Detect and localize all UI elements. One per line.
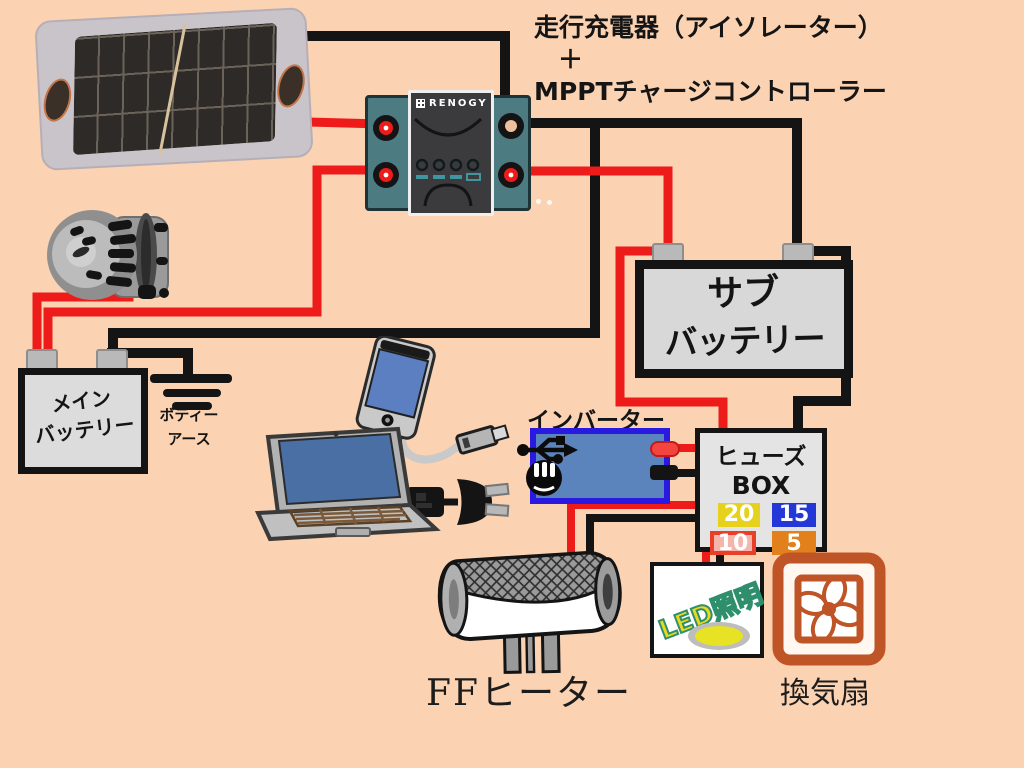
inverter-black-port [650,465,678,480]
usb-symbol-icon [517,436,578,464]
ventilation-fan-label: 換気扇 [780,676,870,711]
ff-heater-illustration [437,550,622,674]
sub-battery-label-1: サブ [706,272,780,315]
fuse-20a: 20 [718,503,760,527]
inverter-red-port [650,441,680,457]
wire-subbattery-neg-to-fusebox [793,246,851,435]
wire-controller-to-subbattery-neg [505,118,802,257]
controller-terminals [373,113,524,188]
wire-controller-to-subbattery-pos [507,166,673,255]
decorative-dot [547,200,552,205]
solar-panel-illustration [34,6,314,172]
wire-solar-to-controller-neg [295,31,510,125]
wire-mainbattery-neg-to-junction [108,121,600,361]
usb-connector-icon [455,424,510,455]
renogy-logo-icon [416,99,425,108]
body-earth-label-2: アース [167,430,211,448]
wire-controller-to-mainbattery-pos [43,165,387,359]
fuse-5a: 5 [772,531,816,556]
fuse-box-label-1: ヒューズ [715,444,807,470]
ff-heater-label: FFヒーター [426,673,632,714]
led-lamp-icon [688,622,750,650]
body-earth-label-1: ボディー [159,406,219,424]
fuse-15a: 15 [772,503,816,527]
controller-panel-art [413,117,483,207]
title-line-2: ＋ [558,45,584,74]
sub-battery-label-2: バッテリー [664,319,826,363]
controller-front-panel: RENOGY [408,90,494,216]
wire-fusebox-to-heater-neg [586,514,704,562]
body-earth-icon [150,374,232,410]
wire-subbattery-pos-to-fusebox [615,246,728,435]
fuse-box-label-2: BOX [731,471,791,500]
fuse-box: ヒューズ BOX 20 15 10 5 [695,428,827,556]
main-battery: メイン バッテリー [18,368,148,474]
solar-panel-cells [73,22,277,156]
ventilation-fan-icon [772,552,886,666]
sub-battery: サブ バッテリー [635,260,853,378]
fuse-10a: 10 [710,531,756,555]
alternator-illustration [47,210,169,300]
controller-brand: RENOGY [429,98,488,109]
title-line-1: 走行充電器（アイソレーター） [534,13,883,42]
outlet-symbol-icon [526,460,562,496]
body-earth-label: ボディー アース [143,403,235,451]
decorative-dot [536,199,541,204]
laptop-illustration [254,426,510,542]
smartphone-illustration [355,336,510,464]
wire-fusebox-to-heater-pos [567,501,703,562]
wire-mainbattery-to-earth [107,348,193,381]
mppt-charge-controller: RENOGY [365,90,531,216]
led-light-box: LED照明 [650,562,768,658]
diagram-title: 走行充電器（アイソレーター） ＋ MPPTチャージコントローラー [534,12,954,108]
power-adapter-icon [406,479,510,525]
title-line-3: MPPTチャージコントローラー [534,77,887,106]
